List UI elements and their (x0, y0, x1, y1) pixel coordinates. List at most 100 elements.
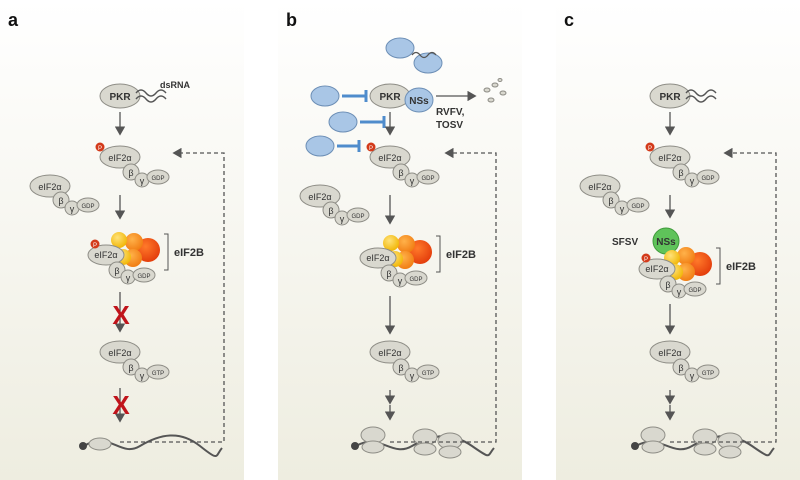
beta-label-c: β (678, 168, 683, 178)
ribosome-1-b (360, 426, 386, 454)
gamma-label: γ (140, 176, 145, 186)
mrna-strand-c (635, 435, 775, 457)
gdp-bound-molecule (132, 267, 156, 283)
phospho-label-b: P (369, 146, 373, 152)
gamma-gtp-label: γ (140, 371, 145, 381)
eif2a-protein-b (369, 145, 411, 169)
nss-inhibitor-3 (305, 135, 335, 157)
gamma-bound-label-b: γ (398, 276, 403, 286)
inhibit-pkr-icon (342, 90, 368, 102)
feedback-arrow-b (390, 147, 497, 443)
mrna-cap-b (351, 442, 359, 450)
panel-b-letter: b (286, 10, 297, 30)
virus-label-tosv: TOSV (436, 120, 463, 131)
beta-subunit (122, 163, 140, 181)
eif2b-label-b: eIF2B (446, 249, 476, 261)
pkr-label-b: PKR (379, 92, 401, 103)
gdp-label: GDP (151, 176, 164, 182)
eif2b-bracket (164, 233, 169, 271)
eif2b-subunit-yellow (111, 232, 127, 248)
eif2a-label: eIF2α (108, 153, 131, 163)
nss-label-c: NSs (656, 237, 676, 248)
nss-top-2 (413, 52, 443, 74)
gtp-label: GTP (152, 371, 164, 377)
phospho-label-c: P (648, 146, 652, 152)
phospho-bound-label-c: P (644, 257, 648, 263)
eif2a-bound-label-c: eIF2α (645, 264, 668, 274)
eif2a-free-protein-c (579, 174, 621, 198)
beta-gtp-subunit-c (672, 358, 690, 376)
eif2a-bound-label: eIF2α (94, 250, 117, 260)
gamma-gtp-label-b: γ (410, 371, 415, 381)
gdp-molecule-c (696, 169, 720, 185)
eif2a-label-b: eIF2α (378, 153, 401, 163)
eif2a-free-protein (29, 174, 71, 198)
nss-inhibitor-1 (310, 85, 340, 107)
gamma-bound-label: γ (126, 273, 131, 283)
beta-bound-label-c: β (665, 280, 670, 290)
panel-b: b PKR NSs RVFV, TOSV eIF2α P (278, 0, 522, 480)
nss-label-b: NSs (409, 96, 429, 107)
gtp-molecule-c (696, 364, 720, 380)
beta-label-b: β (398, 168, 403, 178)
eif2a-gtp-label-b: eIF2α (378, 348, 401, 358)
eif2a-free-label: eIF2α (38, 182, 61, 192)
gamma-free-label-c: γ (620, 204, 625, 214)
gtp-molecule (146, 364, 170, 380)
pkr-label: PKR (109, 92, 131, 103)
eif2a-bound-protein-b (359, 247, 397, 269)
beta-bound-subunit (108, 261, 126, 279)
nss-inhibitor-2 (328, 111, 358, 133)
gdp-label-c: GDP (701, 176, 714, 182)
gdp-free-label-c: GDP (631, 204, 644, 210)
gamma-free-label: γ (70, 204, 75, 214)
beta-gtp-label: β (128, 363, 133, 373)
panel-c: c PKR eIF2α P β γ GDP eIF2α β γ GDP NSs … (556, 0, 800, 480)
gamma-label-b: γ (410, 176, 415, 186)
ribosome-3-c (717, 432, 743, 459)
eif2a-free-label-b: eIF2α (308, 192, 331, 202)
phospho-icon-c (645, 142, 655, 152)
eif2a-bound-label-b: eIF2α (366, 253, 389, 263)
beta-free-subunit (52, 191, 70, 209)
eif2b-subunit-yellow-b (383, 235, 399, 251)
inhibit-arrow-icon (360, 116, 386, 128)
beta-gtp-label-b: β (398, 363, 403, 373)
eif2a-gtp-label: eIF2α (108, 348, 131, 358)
eif2a-gtp-label-c: eIF2α (658, 348, 681, 358)
ribosome-2-b (412, 428, 438, 456)
gtp-label-b: GTP (422, 371, 434, 377)
gdp-free-label: GDP (81, 204, 94, 210)
gdp-free-molecule-b (346, 207, 370, 223)
gamma-gtp-label-c: γ (690, 371, 695, 381)
eif2a-gtp-protein-b (369, 340, 411, 364)
phospho-bound-icon (90, 239, 100, 249)
gdp-molecule-b (416, 169, 440, 185)
eif2b-subunit-orange-c (677, 247, 695, 265)
gamma-bound-label-c: γ (677, 287, 682, 297)
gtp-molecule-b (416, 364, 440, 380)
beta-subunit-c (672, 163, 690, 181)
eif2b-subunit-orange-b (397, 235, 415, 253)
eif2a-free-protein-b (299, 184, 341, 208)
eif2a-free-label-c: eIF2α (588, 182, 611, 192)
feedback-arrow (120, 147, 225, 443)
eif2a-bound-protein-c (638, 258, 676, 280)
beta-free-label: β (58, 196, 63, 206)
beta-label: β (128, 168, 133, 178)
dsrna-icon-c (685, 89, 717, 103)
gdp-free-label-b: GDP (351, 214, 364, 220)
phospho-bound-icon-c (641, 253, 651, 263)
ribosome-1-c (640, 426, 666, 454)
eif2a-protein-c (649, 145, 691, 169)
eif2a-bound-protein (87, 244, 125, 266)
gdp-bound-label-c: GDP (688, 288, 701, 294)
gdp-bound-label-b: GDP (409, 277, 422, 283)
eif2a-gtp-protein-c (649, 340, 691, 364)
beta-bound-subunit-b (380, 264, 398, 282)
eif2b-label: eIF2B (174, 247, 204, 259)
beta-gtp-label-c: β (678, 363, 683, 373)
degraded-fragments (483, 78, 507, 103)
mrna-strand (83, 434, 223, 457)
